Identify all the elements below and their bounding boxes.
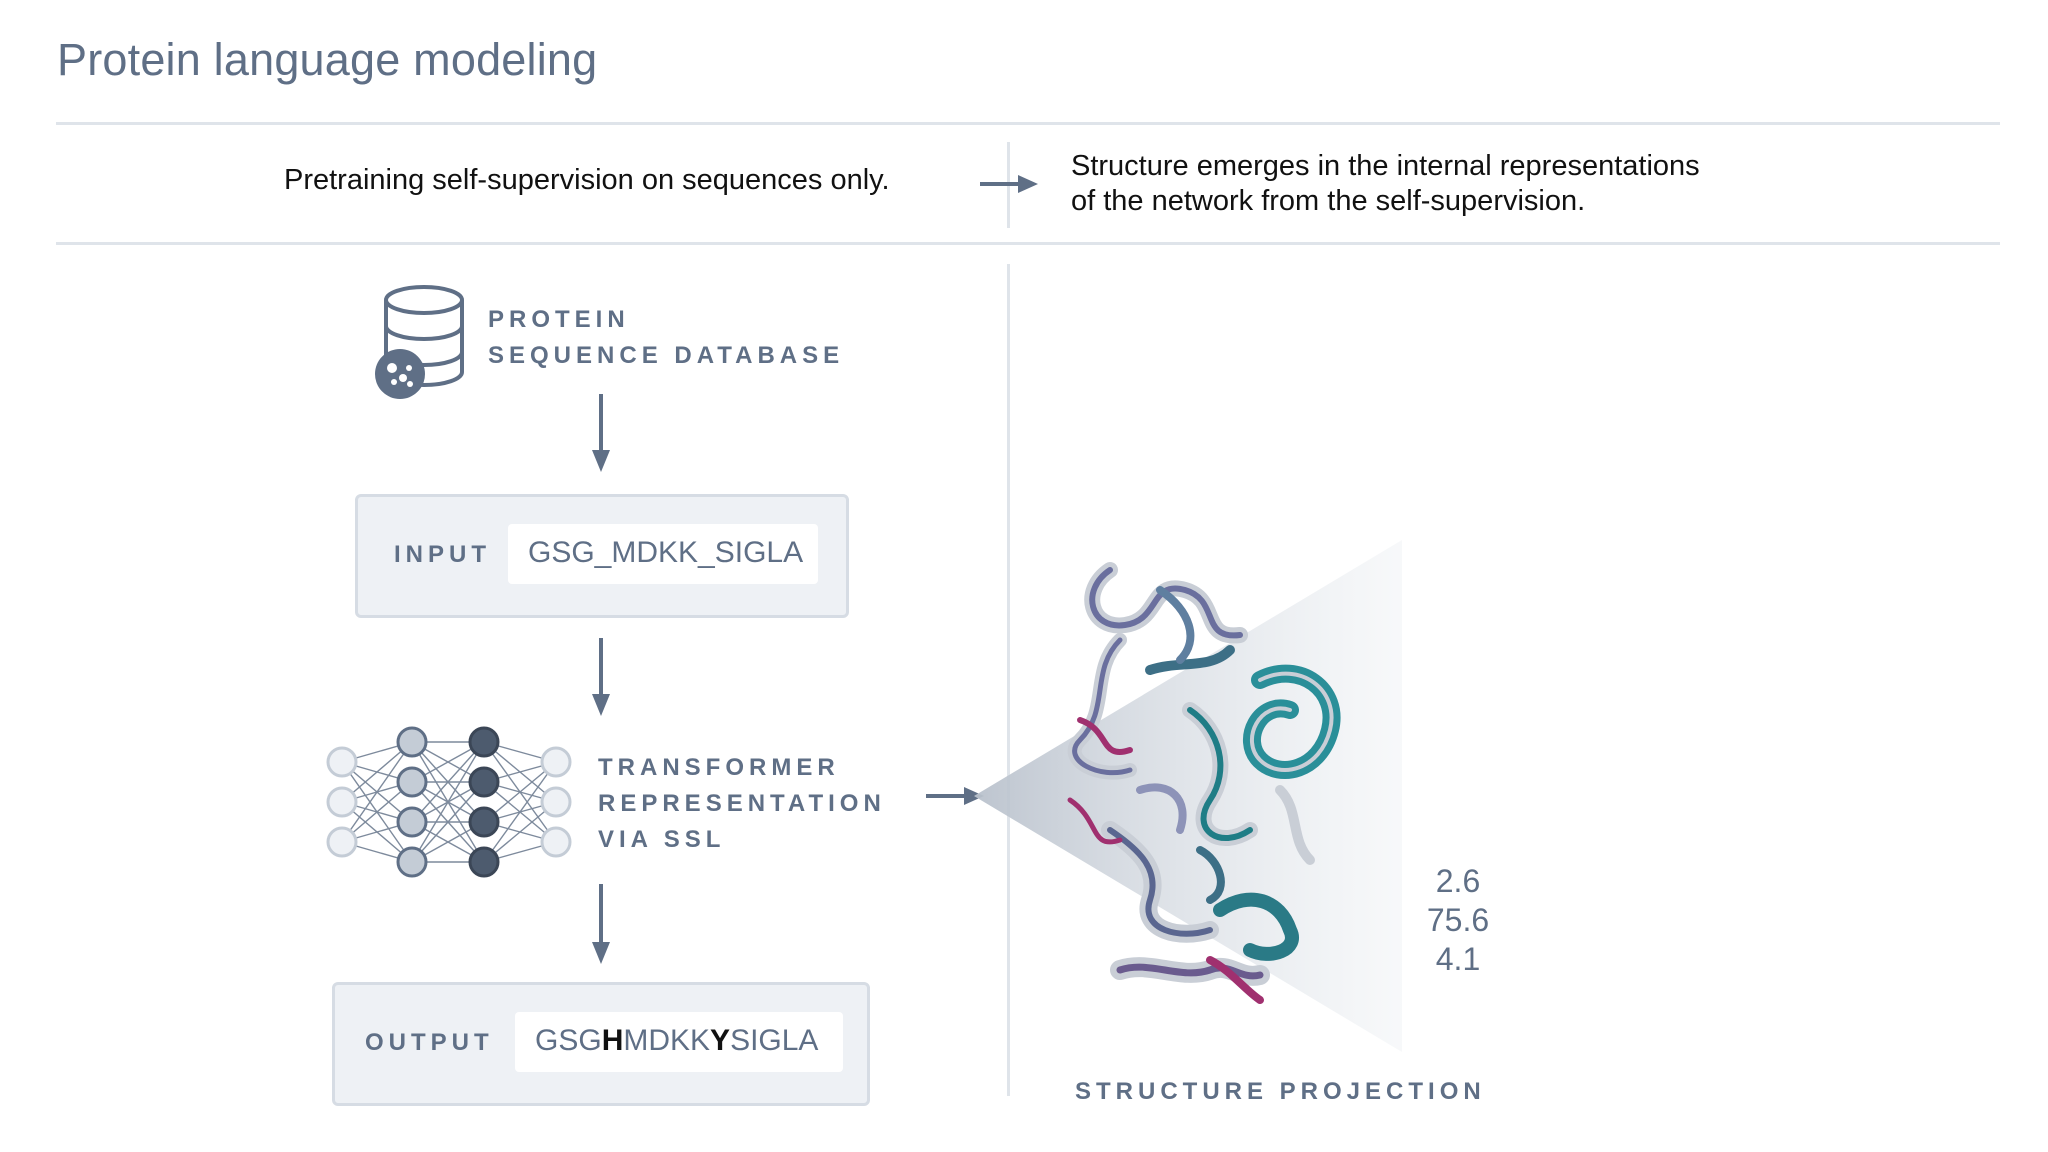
output-seq-part2: MDKK <box>623 1024 711 1057</box>
pretraining-description: Pretraining self-supervision on sequence… <box>284 164 890 196</box>
header-divider <box>56 242 2000 245</box>
arrow-down-icon <box>592 638 610 716</box>
neural-network-icon <box>326 726 572 878</box>
output-label: OUTPUT <box>365 1029 494 1056</box>
output-seq-highlight2: Y <box>710 1024 731 1057</box>
metric-value-2: 75.6 <box>1426 902 1490 938</box>
transformer-label-line1: TRANSFORMER <box>598 754 840 781</box>
metric-value-1: 2.6 <box>1435 863 1481 899</box>
transformer-label-line3: VIA SSL <box>598 826 726 853</box>
header-arrow-icon <box>980 175 1038 193</box>
output-seq-part3: SIGLA <box>730 1024 819 1057</box>
structure-metrics: 2.6 75.6 4.1 <box>1408 862 1508 979</box>
database-label: PROTEIN SEQUENCE DATABASE <box>488 302 844 374</box>
structure-description: Structure emerges in the internal repres… <box>1071 149 1700 219</box>
panel-column-divider <box>1007 264 1010 1096</box>
output-seq-highlight1: H <box>601 1024 624 1057</box>
metric-value-3: 4.1 <box>1435 941 1481 977</box>
transformer-label-line2: REPRESENTATION <box>598 790 886 817</box>
input-sequence: GSG_MDKK_SIGLA <box>508 524 818 584</box>
structure-description-line2: of the network from the self-supervision… <box>1071 185 1586 217</box>
database-label-line1: PROTEIN <box>488 306 630 333</box>
protein-structure-icon <box>1067 562 1341 1004</box>
output-seq-part1: GSG <box>535 1024 602 1057</box>
transformer-label: TRANSFORMER REPRESENTATION VIA SSL <box>598 750 886 858</box>
output-box: OUTPUT GSGHMDKKYSIGLA <box>332 982 870 1106</box>
database-icon <box>375 285 464 399</box>
input-box: INPUT GSG_MDKK_SIGLA <box>355 494 849 618</box>
page-title: Protein language modeling <box>57 34 598 85</box>
structure-projection-graphic <box>974 540 1402 1052</box>
database-label-line2: SEQUENCE DATABASE <box>488 342 845 369</box>
structure-projection-label: STRUCTURE PROJECTION <box>1075 1078 1486 1105</box>
arrow-down-icon <box>592 884 610 964</box>
output-sequence: GSGHMDKKYSIGLA <box>515 1012 843 1072</box>
structure-description-line1: Structure emerges in the internal repres… <box>1071 150 1700 182</box>
top-divider <box>56 122 2000 125</box>
input-label: INPUT <box>394 541 491 568</box>
arrow-down-icon <box>592 394 610 472</box>
